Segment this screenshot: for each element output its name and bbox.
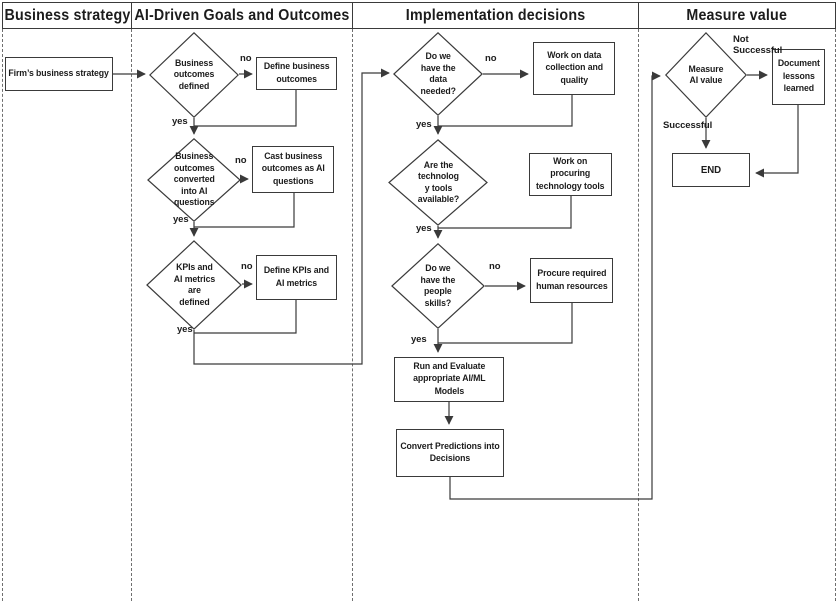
edge-label-no: no xyxy=(235,155,247,166)
edge-label-yes: yes xyxy=(416,223,432,234)
node-convert-predictions: Convert Predictions into Decisions xyxy=(396,429,504,477)
node-label: Cast business outcomes as AI questions xyxy=(261,150,325,187)
edge-label-yes: yes xyxy=(172,116,188,127)
node-label: Convert Predictions into Decisions xyxy=(400,440,500,465)
node-work-on-procuring-tools: Work on procuring technology tools xyxy=(529,153,612,196)
diamond-shape xyxy=(149,32,239,118)
lane-header-implementation: Implementation decisions xyxy=(352,2,639,29)
lane-divider xyxy=(835,29,836,601)
lane-divider xyxy=(638,29,639,601)
edge-document-to-end xyxy=(755,105,799,178)
node-label: Do we have the people skills? xyxy=(420,263,456,309)
node-label: Define business outcomes xyxy=(263,61,330,85)
node-label: Document lessons learned xyxy=(777,58,820,95)
decision-outcomes-converted-to-ai-questions: Business outcomes converted into AI ques… xyxy=(147,138,241,222)
node-label: Firm’s business strategy xyxy=(8,67,110,79)
edge-label-yes: yes xyxy=(173,214,189,225)
edge-label-yes: yes xyxy=(177,324,193,335)
edge-label-no: no xyxy=(241,261,253,272)
node-document-lessons-learned: Document lessons learned xyxy=(772,49,825,105)
node-work-on-data-collection: Work on data collection and quality xyxy=(533,42,615,95)
decision-measure-ai-value: Measure AI value xyxy=(665,32,747,118)
node-label: KPIs and AI metrics are defined xyxy=(173,262,215,308)
node-label: END xyxy=(700,163,722,176)
edge-label-no: no xyxy=(485,53,497,64)
node-label: Define KPIs and AI metrics xyxy=(263,265,330,289)
node-firms-business-strategy: Firm’s business strategy xyxy=(5,57,113,91)
decision-business-outcomes-defined: Business outcomes defined xyxy=(149,32,239,118)
decision-kpis-ai-metrics-defined: KPIs and AI metrics are defined xyxy=(146,240,242,330)
edge-label-no: no xyxy=(240,53,252,64)
lane-divider xyxy=(2,29,3,601)
diamond-shape xyxy=(388,139,488,226)
node-label: Business outcomes defined xyxy=(173,57,215,92)
edge-label-no: no xyxy=(489,261,501,272)
lane-title: AI-Driven Goals and Outcomes xyxy=(134,6,350,24)
node-label: Are the technolog y tools available? xyxy=(417,159,459,206)
node-label: Business outcomes converted into AI ques… xyxy=(173,151,215,209)
node-label: Work on procuring technology tools xyxy=(536,155,605,192)
node-end: END xyxy=(672,153,750,187)
node-label: Do we have the data needed? xyxy=(420,51,456,97)
lane-header-measure-value: Measure value xyxy=(638,2,836,29)
lane-header-ai-goals: AI-Driven Goals and Outcomes xyxy=(131,2,353,29)
diamond-shape xyxy=(391,243,485,329)
lane-divider xyxy=(352,29,353,601)
node-define-business-outcomes: Define business outcomes xyxy=(256,57,337,90)
node-label: Measure AI value xyxy=(688,63,724,87)
lane-title: Implementation decisions xyxy=(405,6,586,24)
node-label: Work on data collection and quality xyxy=(545,49,603,86)
node-define-kpis-ai-metrics: Define KPIs and AI metrics xyxy=(256,255,337,300)
diamond-shape xyxy=(665,32,747,118)
diamond-shape xyxy=(146,240,242,330)
decision-people-skills: Do we have the people skills? xyxy=(391,243,485,329)
edge-label-yes: yes xyxy=(416,119,432,130)
lane-title: Measure value xyxy=(686,6,788,24)
node-run-evaluate-models: Run and Evaluate appropriate AI/ML Model… xyxy=(394,357,504,402)
lane-title: Business strategy xyxy=(4,6,130,24)
diamond-shape xyxy=(147,138,241,222)
decision-technology-tools-available: Are the technolog y tools available? xyxy=(388,139,488,226)
edge-label-yes: yes xyxy=(411,334,427,345)
node-cast-business-outcomes: Cast business outcomes as AI questions xyxy=(252,146,334,193)
node-label: Procure required human resources xyxy=(535,268,608,292)
lane-divider xyxy=(131,29,132,601)
lane-header-business-strategy: Business strategy xyxy=(2,2,132,29)
edge-label-successful: Successful xyxy=(663,120,713,131)
decision-data-needed: Do we have the data needed? xyxy=(393,32,483,116)
node-procure-human-resources: Procure required human resources xyxy=(530,258,613,303)
diamond-shape xyxy=(393,32,483,116)
node-label: Run and Evaluate appropriate AI/ML Model… xyxy=(412,360,486,397)
edge-label-not-successful: Not Successful xyxy=(733,34,783,56)
